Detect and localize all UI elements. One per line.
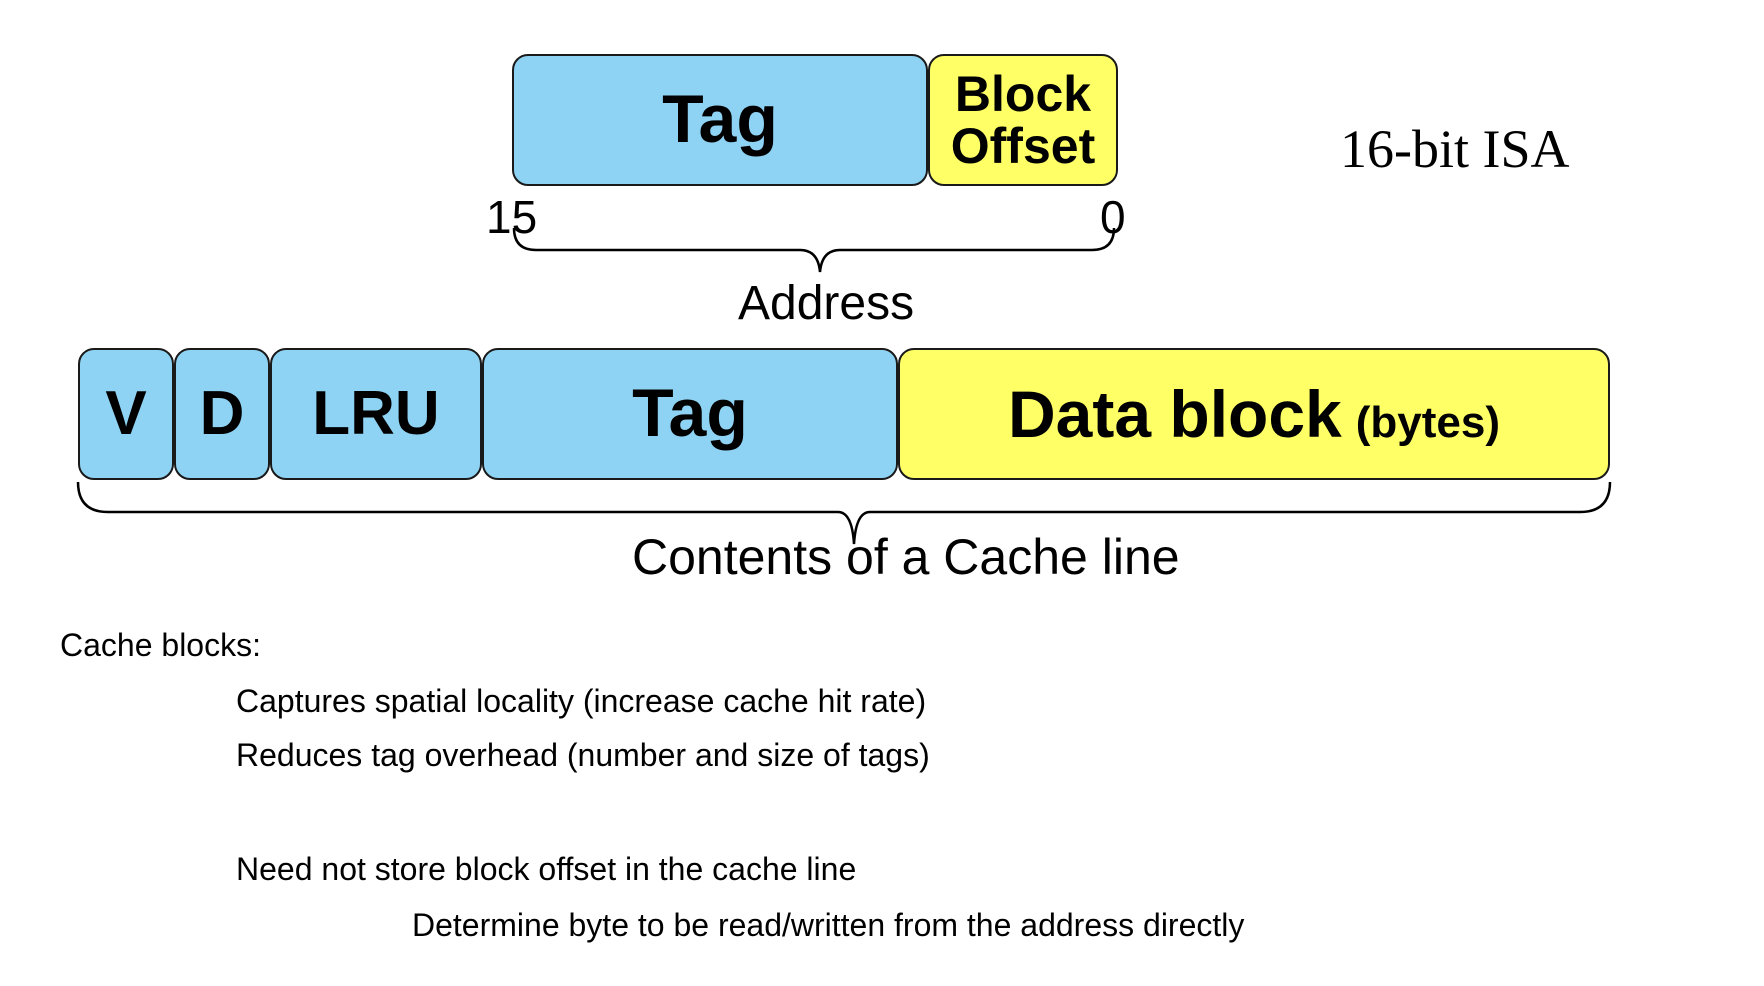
address-brace <box>512 227 1116 273</box>
notes-heading: Cache blocks: <box>60 627 261 663</box>
cache-tag-field: Tag <box>482 348 898 480</box>
isa-label: 16-bit ISA <box>1340 119 1570 179</box>
address-tag-label: Tag <box>662 81 778 158</box>
cache-lru-label: LRU <box>312 379 440 449</box>
cache-data-block-sublabel: (bytes) <box>1355 398 1501 447</box>
cache-dirty-field: D <box>174 348 270 480</box>
cache-data-block-field: Data block (bytes) <box>898 348 1610 480</box>
block-offset-label-line1: Block <box>954 65 1092 122</box>
cache-valid-label: V <box>105 379 147 449</box>
address-tag-field: Tag <box>512 54 928 186</box>
cache-lru-field: LRU <box>270 348 482 480</box>
address-block-offset-field: Block Offset <box>928 54 1118 186</box>
cache-line-caption: Contents of a Cache line <box>632 529 1180 585</box>
notes-point-3: Need not store block offset in the cache… <box>236 851 857 887</box>
cache-dirty-label: D <box>199 379 245 449</box>
cache-valid-field: V <box>78 348 174 480</box>
notes-point-1: Captures spatial locality (increase cach… <box>236 683 927 719</box>
address-msb-label: 15 <box>486 191 538 243</box>
address-caption: Address <box>738 277 915 330</box>
notes-point-3-sub: Determine byte to be read/written from t… <box>412 907 1245 943</box>
block-offset-label-line2: Offset <box>950 118 1096 174</box>
cache-line-brace <box>76 481 1612 545</box>
cache-data-block-label: Data block <box>1007 377 1342 451</box>
notes-point-2: Reduces tag overhead (number and size of… <box>236 737 930 773</box>
cache-tag-label: Tag <box>632 375 748 452</box>
